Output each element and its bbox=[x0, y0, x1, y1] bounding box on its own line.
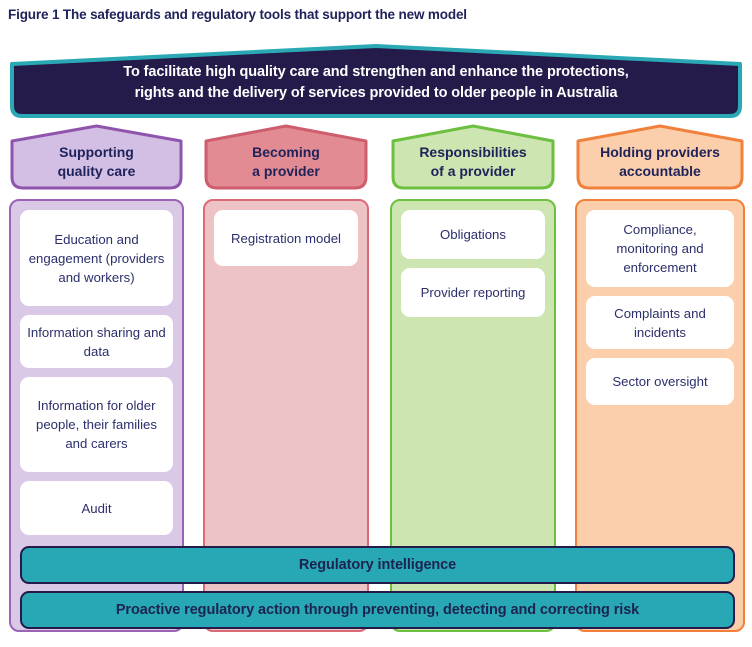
column-header-responsibilities-of-a-provider[interactable]: Responsibilities of a provider bbox=[390, 123, 556, 191]
column-header-line-2: a provider bbox=[252, 163, 320, 179]
column-header-supporting-quality-care[interactable]: Supporting quality care bbox=[9, 123, 184, 191]
card-compliance-monitoring-enforcement[interactable]: Compliance, monitoring and enforcement bbox=[586, 210, 734, 287]
column-header-line-1: Holding providers bbox=[600, 144, 720, 160]
banner-shape bbox=[10, 44, 742, 118]
column-header-label: Becoming a provider bbox=[203, 143, 369, 181]
column-header-line-1: Becoming bbox=[252, 144, 320, 160]
column-header-line-2: quality care bbox=[57, 163, 136, 179]
card-complaints-and-incidents[interactable]: Complaints and incidents bbox=[586, 296, 734, 349]
card-information-sharing-and-data[interactable]: Information sharing and data bbox=[20, 315, 173, 368]
column-header-line-2: accountable bbox=[619, 163, 701, 179]
column-header-holding-providers-accountable[interactable]: Holding providers accountable bbox=[575, 123, 745, 191]
chevron-header-shape bbox=[204, 124, 368, 190]
chevron-header-shape bbox=[576, 124, 744, 190]
column-header-line-1: Responsibilities bbox=[419, 144, 527, 160]
card-education-and-engagement[interactable]: Education and engagement (providers and … bbox=[20, 210, 173, 306]
column-header-label: Responsibilities of a provider bbox=[390, 143, 556, 181]
column-header-line-1: Supporting bbox=[59, 144, 134, 160]
banner-text: To facilitate high quality care and stre… bbox=[8, 62, 744, 104]
column-header-label: Holding providers accountable bbox=[575, 143, 745, 181]
card-registration-model[interactable]: Registration model bbox=[214, 210, 358, 266]
column-header-line-2: of a provider bbox=[430, 163, 516, 179]
column-body-supporting-quality-care: Education and engagement (providers and … bbox=[9, 199, 184, 632]
card-sector-oversight[interactable]: Sector oversight bbox=[586, 358, 734, 405]
column-header-becoming-a-provider[interactable]: Becoming a provider bbox=[203, 123, 369, 191]
card-obligations[interactable]: Obligations bbox=[401, 210, 545, 259]
purpose-banner: To facilitate high quality care and stre… bbox=[8, 42, 744, 120]
chevron-header-shape bbox=[391, 124, 555, 190]
banner-line-2: rights and the delivery of services prov… bbox=[134, 85, 618, 101]
banner-line-1: To facilitate high quality care and stre… bbox=[123, 64, 629, 80]
column-header-label: Supporting quality care bbox=[9, 143, 184, 181]
card-information-for-older-people[interactable]: Information for older people, their fami… bbox=[20, 377, 173, 472]
figure-title: Figure 1 The safeguards and regulatory t… bbox=[8, 7, 467, 22]
bar-proactive-regulatory-action[interactable]: Proactive regulatory action through prev… bbox=[20, 591, 735, 629]
card-audit[interactable]: Audit bbox=[20, 481, 173, 535]
chevron-header-shape bbox=[10, 124, 183, 190]
card-provider-reporting[interactable]: Provider reporting bbox=[401, 268, 545, 317]
bar-regulatory-intelligence[interactable]: Regulatory intelligence bbox=[20, 546, 735, 584]
